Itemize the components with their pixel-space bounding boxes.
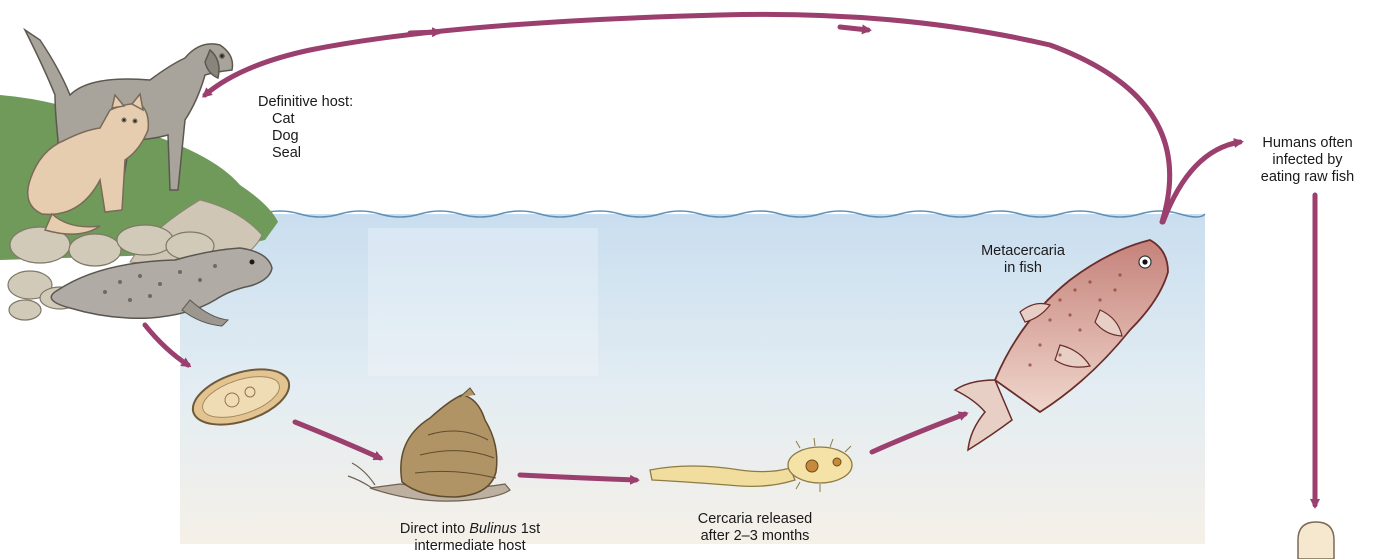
humans-label: Humans often infected by eating raw fish [1250, 135, 1365, 186]
snail-line-1: Direct into Bulinus 1st [375, 521, 565, 538]
host-cat: Cat [258, 111, 353, 128]
humans-line-1: Humans often [1250, 135, 1365, 152]
host-dog: Dog [258, 128, 353, 145]
definitive-host-label: Definitive host: Cat Dog Seal [258, 94, 353, 162]
cercaria-label: Cercaria released after 2–3 months [680, 511, 830, 545]
metacercaria-line-1: Metacercaria [968, 243, 1078, 260]
definitive-host-heading: Definitive host: [258, 94, 353, 111]
snail-line-2: intermediate host [375, 538, 565, 555]
humans-line-2: infected by [1250, 152, 1365, 169]
snail-prefix: Direct into [400, 521, 469, 537]
host-seal: Seal [258, 145, 353, 162]
metacercaria-line-2: in fish [968, 260, 1078, 277]
cercaria-line-2: after 2–3 months [680, 528, 830, 545]
snail-label: Direct into Bulinus 1st intermediate hos… [375, 521, 565, 555]
humans-line-3: eating raw fish [1250, 169, 1365, 186]
cercaria-line-1: Cercaria released [680, 511, 830, 528]
snail-suffix: 1st [517, 521, 540, 537]
human-head-icon [1298, 522, 1334, 559]
metacercaria-label: Metacercaria in fish [968, 243, 1078, 277]
snail-genus: Bulinus [469, 521, 517, 537]
